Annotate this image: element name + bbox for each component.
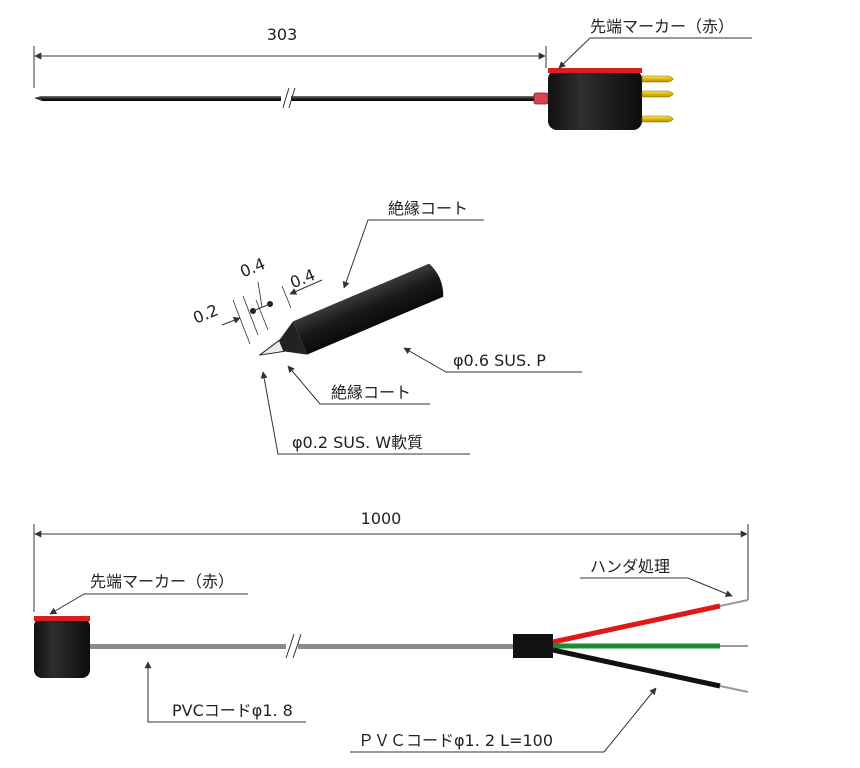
cord-label: ＰＶＣコードφ1. 2 L=100 (358, 731, 553, 750)
sus-p-leader (403, 347, 582, 373)
sus-w-leader (260, 371, 470, 455)
bottom-handle-body (34, 618, 90, 678)
wire-red (552, 603, 721, 645)
wire-black-strand (719, 685, 749, 693)
top-marker-label: 先端マーカー（赤） (590, 17, 734, 36)
dim-04a-leader (257, 281, 263, 308)
insulation-bottom-leader (287, 365, 430, 405)
cable-leader (144, 661, 306, 723)
top-probe: 303 先端マーカー（赤） (33, 17, 752, 130)
bottom-dimension-value: 1000 (361, 509, 402, 528)
insulation-top-label: 絶縁コート (388, 199, 468, 218)
top-dimension-value: 303 (267, 25, 298, 44)
insulated-body (292, 263, 444, 355)
cable-break-mark-icon (285, 633, 302, 659)
dim-04b-value: 0.4 (287, 265, 318, 292)
dim-04a-line (252, 303, 271, 312)
heat-shrink-sleeve (513, 634, 553, 658)
insulation-top-leader (342, 219, 484, 289)
solder-leader (580, 577, 733, 597)
cable-label: PVCコードφ1. 8 (172, 701, 293, 720)
pvc-cable (90, 644, 514, 649)
sus-w-label: φ0.2 SUS. W軟質 (292, 433, 423, 452)
handle-body (548, 70, 642, 130)
tip-guide-line (242, 295, 259, 336)
wire-red-strand (719, 599, 749, 607)
bottom-cable: 1000 先端マーカー（赤） ハンダ処理 PVCコードφ1. 8 ＰＶＣコードφ… (33, 509, 749, 753)
marker-band (548, 68, 642, 73)
exposed-tip (259, 339, 285, 356)
sus-p-label: φ0.6 SUS. P (453, 351, 546, 370)
dim-02-line (221, 317, 241, 326)
tip-guide-line (255, 299, 269, 331)
pin-icon (641, 75, 674, 83)
tip-guide-line (281, 285, 292, 309)
break-mark-icon (282, 87, 296, 109)
top-marker-leader (558, 37, 752, 69)
tip-detail: 0.2 0.4 0.4 絶縁コート φ0.6 SUS. P 絶縁コート φ0.2… (190, 199, 582, 455)
bottom-marker-band (34, 616, 90, 621)
collar (533, 92, 549, 105)
needle-tip (34, 96, 42, 101)
dim-02-value: 0.2 (190, 300, 221, 327)
coated-cone (279, 321, 308, 355)
bottom-marker-leader (49, 593, 248, 615)
tip-guide-line (232, 299, 251, 345)
pin-icon (641, 90, 674, 98)
dim-04a-value: 0.4 (237, 254, 268, 281)
wire-black (552, 647, 721, 689)
dim-04b-line (289, 279, 323, 295)
insulation-bottom-label: 絶縁コート (331, 383, 411, 402)
pin-icon (641, 115, 674, 123)
bottom-marker-label: 先端マーカー（赤） (90, 572, 234, 591)
cord-leader (350, 687, 657, 753)
solder-label: ハンダ処理 (590, 557, 670, 576)
